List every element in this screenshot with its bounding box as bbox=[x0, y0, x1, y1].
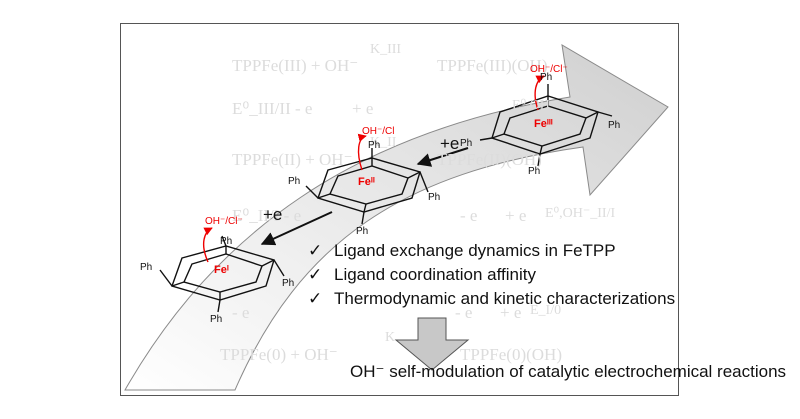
eq-e1-right3: E_I/0 bbox=[530, 303, 562, 318]
eq-fe3-left: TPPFe(III) + OH⁻ bbox=[232, 56, 359, 75]
ph-label-3d: Ph bbox=[210, 314, 223, 325]
eq-e2-right: - e bbox=[460, 206, 478, 225]
eq-e3-right: + e bbox=[352, 99, 374, 118]
bullet-3: ✓ Thermodynamic and kinetic characterizat… bbox=[308, 289, 675, 309]
eq-e2-right2: + e bbox=[505, 206, 527, 225]
eq-fe2-left: TPPFe(II) + OH⁻ bbox=[232, 150, 353, 169]
eq-e3-right2: E⁰,OH⁻ bbox=[512, 98, 558, 113]
figure-frame bbox=[120, 23, 679, 396]
ph-label-2b: Ph bbox=[288, 176, 301, 187]
ph-label-3b: Ph bbox=[140, 262, 153, 273]
ph-label-2d: Ph bbox=[356, 226, 369, 237]
check-icon: ✓ bbox=[308, 241, 323, 260]
reduction-label-1: +e bbox=[440, 134, 460, 153]
porphyrin-fe3 bbox=[479, 75, 613, 167]
check-icon: ✓ bbox=[308, 265, 323, 284]
reduction-arrow-1 bbox=[416, 147, 469, 167]
eq-e1-left: - e bbox=[232, 303, 250, 322]
ligand-label-2: OH⁻/Cl bbox=[362, 126, 395, 137]
reduction-arrow-2 bbox=[260, 211, 333, 246]
bullet-3-text: Thermodynamic and kinetic characterizati… bbox=[334, 289, 676, 308]
bullet-2: ✓ Ligand coordination affinity bbox=[308, 265, 536, 285]
conclusion-text: OH⁻ self-modulation of catalytic electro… bbox=[350, 362, 787, 381]
eq-fe3-right: TPPFe(III)(OH) bbox=[437, 56, 548, 75]
ph-label-1c: Ph bbox=[608, 120, 621, 131]
fe2-label: Feᴵᴵ bbox=[358, 176, 375, 188]
ph-label-3a: Ph bbox=[220, 236, 233, 247]
ph-label-1a: Ph bbox=[540, 72, 553, 83]
ph-label-2a: Ph bbox=[368, 140, 381, 151]
down-arrow bbox=[394, 317, 470, 371]
porphyrin-fe2 bbox=[305, 133, 429, 225]
ligand-label-1: OH⁻/Cl⁻ bbox=[530, 64, 568, 75]
check-icon: ✓ bbox=[308, 289, 323, 308]
bullet-2-text: Ligand coordination affinity bbox=[334, 265, 536, 284]
eq-k0: K bbox=[385, 330, 396, 345]
fe3-label: Feᴵᴵᴵ bbox=[534, 118, 553, 130]
eq-fe2-right: TPPFe(II)(OH) bbox=[437, 150, 542, 169]
eq-e1-right2: + e bbox=[500, 303, 522, 322]
eq-e2-right3: E⁰,OH⁻_II/I bbox=[545, 206, 616, 221]
eq-fe0-left: TPPFe(0) + OH⁻ bbox=[220, 345, 338, 364]
ligand-label-3: OH⁻/Cl⁻ bbox=[205, 216, 243, 227]
eq-k3: K_III bbox=[370, 42, 402, 57]
bullet-1: ✓ Ligand exchange dynamics in FeTPP bbox=[308, 241, 616, 261]
fe1-label: Feᴵ bbox=[214, 264, 229, 276]
eq-k2: K_II bbox=[370, 135, 397, 150]
ph-label-3c: Ph bbox=[282, 278, 295, 289]
bullet-1-text: Ligand exchange dynamics in FeTPP bbox=[334, 241, 616, 260]
eq-e3-left: E⁰_III/II - e bbox=[232, 99, 313, 118]
reduction-label-2: +e bbox=[263, 205, 283, 224]
eq-fe0-right: TPPFe(0)(OH) bbox=[460, 345, 562, 364]
eq-e2-left: E⁰_II/I - e bbox=[232, 206, 302, 225]
eq-e1-right: - e bbox=[455, 303, 473, 322]
ph-label-1d: Ph bbox=[528, 166, 541, 177]
ph-label-1b: Ph bbox=[460, 138, 473, 149]
porphyrin-fe1 bbox=[159, 227, 285, 313]
ph-label-2c: Ph bbox=[428, 192, 441, 203]
